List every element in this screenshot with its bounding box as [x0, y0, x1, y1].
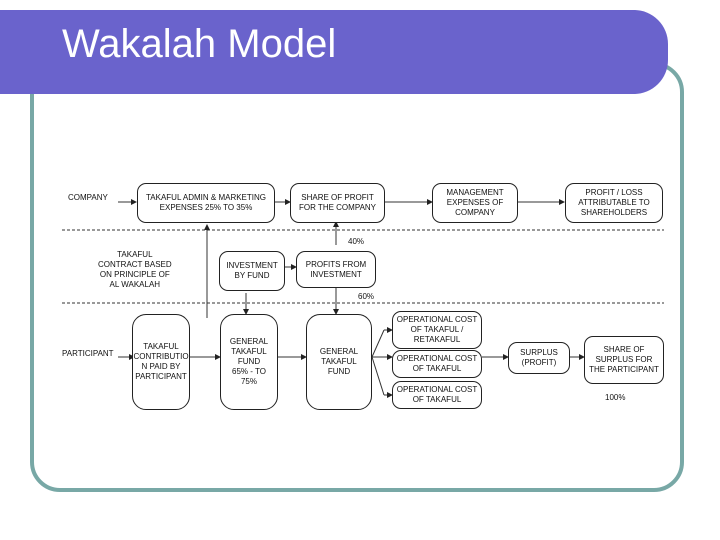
admin-expenses-box: TAKAFUL ADMIN & MARKETING EXPENSES 25% T… — [137, 183, 275, 223]
slide-title: Wakalah Model — [62, 22, 337, 66]
takaful-contribution-box: TAKAFUL CONTRIBUTIO N PAID BY PARTICIPAN… — [132, 314, 190, 410]
company-label: COMPANY — [68, 193, 108, 202]
general-takaful-fund-split-box: GENERAL TAKAFUL FUND 65% - TO 75% — [220, 314, 278, 410]
profits-from-investment-box: PROFITS FROM INVESTMENT — [296, 251, 376, 288]
participant-label: PARTICIPANT — [62, 349, 114, 358]
title-bar — [0, 10, 668, 94]
investment-by-fund-box: INVESTMENT BY FUND — [219, 251, 285, 291]
operational-cost-retakaful-box: OPERATIONAL COST OF TAKAFUL / RETAKAFUL — [392, 311, 482, 349]
pct-40-label: 40% — [348, 237, 365, 246]
pct-60-label: 60% — [358, 292, 375, 301]
share-of-surplus-box: SHARE OF SURPLUS FOR THE PARTICIPANT — [584, 336, 664, 384]
operational-cost-takaful-box: OPERATIONAL COST OF TAKAFUL — [392, 350, 482, 378]
share-profit-company-box: SHARE OF PROFIT FOR THE COMPANY — [290, 183, 385, 223]
general-takaful-fund-box: GENERAL TAKAFUL FUND — [306, 314, 372, 410]
contract-label: TAKAFUL CONTRACT BASED ON PRINCIPLE OF A… — [98, 250, 172, 289]
management-expenses-box: MANAGEMENT EXPENSES OF COMPANY — [432, 183, 518, 223]
profit-loss-shareholders-box: PROFIT / LOSS ATTRIBUTABLE TO SHAREHOLDE… — [565, 183, 663, 223]
surplus-profit-box: SURPLUS (PROFIT) — [508, 342, 570, 374]
pct-100-label: 100% — [605, 393, 626, 402]
operational-cost-takaful-box-2: OPERATIONAL COST OF TAKAFUL — [392, 381, 482, 409]
